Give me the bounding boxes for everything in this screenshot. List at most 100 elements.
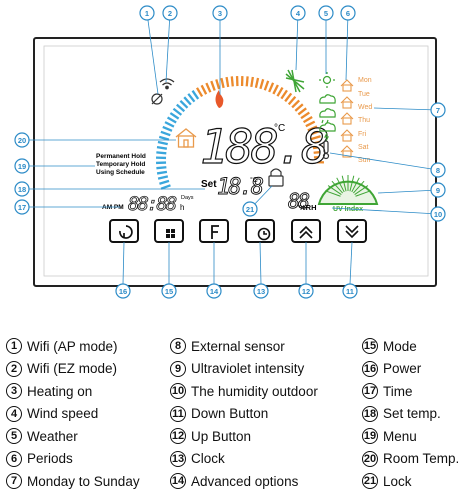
uv-index-label: UV Index [333, 206, 363, 213]
day-label: Tue [358, 91, 370, 98]
uv-ray [355, 190, 371, 197]
clock-icon [257, 227, 271, 241]
uv-ray [341, 175, 347, 192]
uv-ray [349, 175, 355, 192]
legend-number: 11 [170, 405, 186, 422]
callout-marker: 14 [206, 283, 222, 299]
callout-leader [165, 12, 171, 83]
legend-number: 15 [362, 338, 378, 354]
callout-leader [331, 207, 439, 215]
set-label: Set [201, 179, 217, 190]
callout-number: 9 [436, 186, 440, 195]
callout-number: 6 [346, 9, 350, 18]
thermostat-diagram: Permanent Hold Temporary Hold Using Sche… [14, 5, 446, 299]
chevron-down-icon [345, 225, 359, 239]
up-button[interactable] [291, 219, 321, 243]
dial-tick [312, 145, 324, 150]
legend-label: Room Temp. [383, 451, 460, 466]
mode-button[interactable] [154, 219, 184, 243]
legend-number: 19 [362, 428, 378, 444]
callout-marker: 7 [430, 102, 446, 118]
callout-marker: 5 [318, 5, 334, 21]
uv-ray [325, 190, 341, 197]
legend-number: 20 [362, 450, 378, 467]
dial-tick [220, 77, 225, 89]
thermostat-frame [33, 37, 437, 287]
legend-label: Up Button [191, 428, 252, 444]
dial-tick [313, 150, 324, 154]
dial-tick [268, 82, 275, 93]
dial-tick [245, 76, 249, 87]
legend-label: Advanced options [191, 473, 299, 489]
uv-ray [351, 177, 360, 193]
dial-tick [254, 77, 260, 88]
dial-tick [276, 86, 284, 97]
legend-number: 12 [170, 428, 186, 444]
legend-number: 7 [6, 473, 22, 489]
period-house-icon [340, 129, 354, 142]
legend-label: Monday to Sunday [27, 473, 140, 489]
callout-marker: 9 [430, 182, 446, 198]
callout-number: 3 [218, 9, 222, 18]
callout-leader [295, 12, 299, 71]
dial-tick [305, 120, 316, 128]
legend-label: The humidity outdoor [191, 383, 318, 399]
callout-number: 5 [324, 9, 328, 18]
dial-tick [187, 93, 196, 103]
legend-number: 3 [6, 383, 22, 399]
legend-label: Down Button [191, 406, 269, 421]
clock-button[interactable] [245, 219, 275, 243]
legend-item: 15 Mode [362, 336, 417, 356]
callout-number: 21 [246, 205, 254, 214]
temporary-hold-label: Temporary Hold [96, 161, 145, 168]
legend-item: 3 Heating on [6, 381, 92, 401]
set-temperature-digits: 18.8 [217, 175, 264, 200]
am-pm-label: AM PM [102, 204, 124, 211]
callout-marker: 15 [161, 283, 177, 299]
callout-leader [349, 241, 353, 285]
weather-rain-icon [319, 108, 336, 124]
uv-rays [325, 175, 371, 197]
legend-number: 13 [170, 450, 186, 467]
legend-label: Clock [191, 451, 225, 466]
legend-label: Heating on [27, 383, 93, 399]
down-button[interactable] [337, 219, 367, 243]
callout-marker: 16 [115, 283, 131, 299]
mode-grid-icon [166, 229, 175, 238]
dial-tick [309, 130, 320, 136]
dial-tick [176, 103, 186, 113]
period-icons [340, 79, 354, 158]
callout-marker: 21 [242, 201, 258, 217]
dial-tick [160, 184, 171, 190]
legend-label: Mode [383, 338, 417, 354]
legend-item: 12 Up Button [170, 426, 251, 446]
legend-label: Ultraviolet intensity [191, 361, 305, 376]
temperature-dial-arc [156, 76, 324, 190]
weather-cloud-icon [319, 94, 336, 104]
advanced-options-button[interactable] [199, 219, 229, 243]
power-button[interactable] [109, 219, 139, 243]
wifi-ez-icon [159, 78, 175, 90]
callout-number: 14 [210, 287, 219, 296]
legend-number: 10 [170, 383, 186, 399]
dial-tick [156, 166, 167, 170]
hours-label: h [180, 203, 184, 212]
uv-ray [352, 180, 365, 194]
dial-tick [162, 125, 173, 132]
legend-label: Wifi (EZ mode) [27, 361, 118, 376]
dial-tick [157, 140, 168, 146]
callout-leader [377, 189, 439, 194]
callout-marker: 4 [290, 5, 306, 21]
uv-ray [354, 185, 369, 195]
callout-number: 13 [257, 287, 265, 296]
callout-marker: 13 [253, 283, 269, 299]
weather-sun-icon [319, 72, 335, 88]
uv-ray [327, 185, 342, 195]
callout-marker: 3 [212, 5, 228, 21]
